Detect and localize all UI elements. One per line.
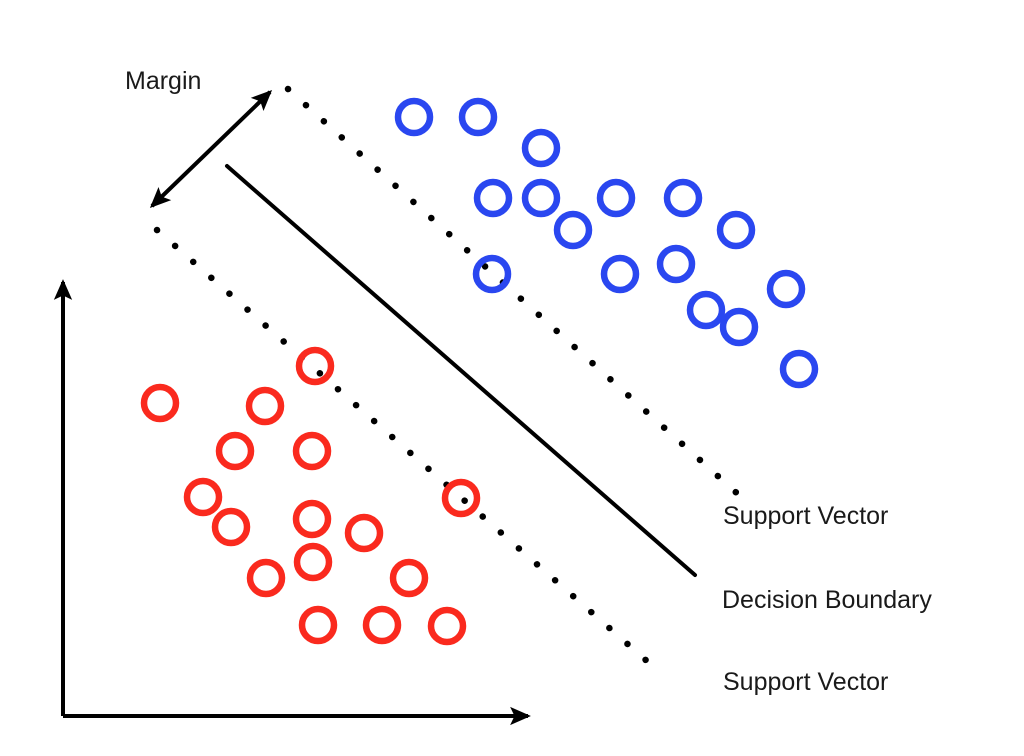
decision-boundary-group — [225, 164, 697, 577]
margin-double-arrow — [149, 89, 273, 209]
data-point-red — [389, 558, 429, 598]
decision-boundary-label: Decision Boundary — [722, 586, 932, 614]
data-point-blue — [458, 97, 498, 137]
data-point-blue — [766, 269, 806, 309]
margin-upper-boundary-line — [284, 85, 754, 509]
data-point-red — [211, 507, 251, 547]
data-point-blue — [394, 97, 434, 137]
margin-measure-group — [149, 89, 273, 209]
data-point-red — [344, 513, 384, 553]
data-point-blue — [779, 349, 819, 389]
labels-group: Margin Support Vector Decision Boundary … — [125, 67, 932, 696]
data-point-blue — [656, 244, 696, 284]
data-point-red — [183, 477, 223, 517]
margin-label: Margin — [125, 67, 201, 95]
margin-boundaries-group — [153, 85, 754, 666]
margin-lower-boundary-line — [153, 226, 652, 666]
class-red-points — [140, 346, 481, 646]
data-point-red — [245, 386, 285, 426]
data-point-blue — [521, 178, 561, 218]
data-point-blue — [600, 254, 640, 294]
data-point-red — [246, 558, 286, 598]
data-point-blue — [663, 178, 703, 218]
data-point-blue — [596, 178, 636, 218]
data-point-red — [298, 605, 338, 645]
data-point-red — [427, 606, 467, 646]
data-point-blue — [719, 307, 759, 347]
data-point-blue — [553, 210, 593, 250]
data-point-red — [292, 431, 332, 471]
data-point-blue — [521, 128, 561, 168]
support-vector-blue — [472, 254, 512, 294]
data-point-red — [293, 542, 333, 582]
decision-boundary-line — [225, 164, 697, 577]
data-point-red — [292, 499, 332, 539]
data-point-red — [362, 605, 402, 645]
axes-group — [53, 279, 531, 726]
data-point-blue — [473, 178, 513, 218]
data-point-blue — [716, 210, 756, 250]
support-vector-top-label: Support Vector — [723, 502, 888, 530]
data-point-red — [140, 383, 180, 423]
support-vector-bottom-label: Support Vector — [723, 668, 888, 696]
data-point-red — [215, 431, 255, 471]
support-vector-red — [295, 346, 335, 386]
data-point-blue — [686, 290, 726, 330]
class-blue-points — [394, 97, 819, 389]
support-vector-red — [441, 478, 481, 518]
